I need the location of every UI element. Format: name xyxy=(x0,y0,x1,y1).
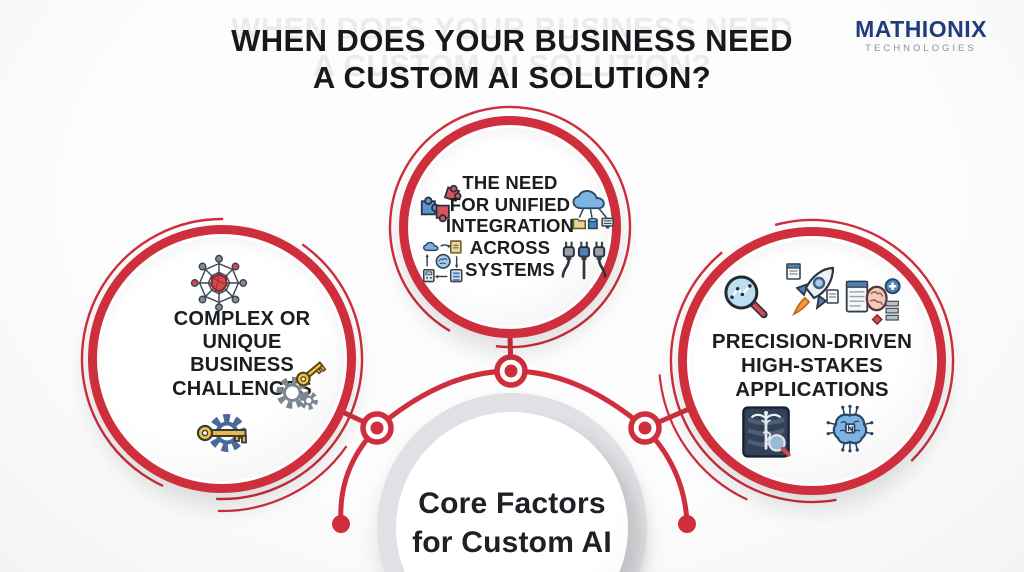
bubble-precision-applications: PRECISION-DRIVEN HIGH-STAKES APPLICATION… xyxy=(678,227,946,495)
page-title-line1: WHEN DOES YOUR BUSINESS NEED xyxy=(231,23,793,58)
left-bubble-swoosh-arc xyxy=(68,205,376,513)
bubble-complex-challenges: COMPLEX OR UNIQUE BUSINESS CHALLENGES xyxy=(88,225,356,493)
bubble-right-label: PRECISION-DRIVEN HIGH-STAKES APPLICATION… xyxy=(711,330,913,402)
right-connector-node xyxy=(628,411,662,445)
bubble-unified-integration: THE NEED FOR UNIFIED INTEGRATION ACROSS … xyxy=(399,116,621,338)
top-bubble-deco-arc xyxy=(388,105,632,349)
network-web-icon xyxy=(190,254,248,312)
page-title-line2: A CUSTOM AI SOLUTION? xyxy=(312,60,712,96)
brand-logo: MATHIONIX TECHNOLOGIES xyxy=(836,16,1006,55)
data-workflow-icon xyxy=(422,240,463,283)
center-circle: Core Factors for Custom AI xyxy=(377,393,647,572)
top-connector-node xyxy=(494,354,528,388)
brand-logo-name: MATHIONIX xyxy=(855,16,987,42)
gears-key-icon xyxy=(276,361,327,410)
chart-magnifier-icon xyxy=(724,275,768,319)
bubble-left-label: COMPLEX OR UNIQUE BUSINESS CHALLENGES xyxy=(172,308,312,400)
ai-chip-brain-icon xyxy=(826,404,874,453)
puzzle-pieces-icon xyxy=(420,184,462,223)
left-bubble-deco-arc xyxy=(80,217,364,501)
page-title: WHEN DOES YOUR BUSINESS NEED A CUSTOM AI… xyxy=(0,22,1024,96)
bubble-top-label: THE NEED FOR UNIFIED INTEGRATION ACROSS … xyxy=(445,172,575,280)
right-bubble-deco-arc xyxy=(669,218,955,504)
xray-scan-icon xyxy=(742,406,791,458)
gear-key-icon xyxy=(196,414,247,452)
power-plugs-icon xyxy=(561,241,607,280)
medical-record-icon xyxy=(845,278,901,326)
cloud-devices-icon xyxy=(572,190,614,230)
right-end-dot xyxy=(678,515,696,533)
left-end-dot xyxy=(332,515,350,533)
rocket-icon xyxy=(786,263,839,317)
right-bubble-swoosh-arc xyxy=(657,206,967,516)
left-connector-node xyxy=(360,411,394,445)
brand-logo-subtext: TECHNOLOGIES xyxy=(865,43,977,54)
center-circle-inner: Core Factors for Custom AI xyxy=(396,412,628,572)
center-label: Core Factors for Custom AI xyxy=(412,487,612,559)
